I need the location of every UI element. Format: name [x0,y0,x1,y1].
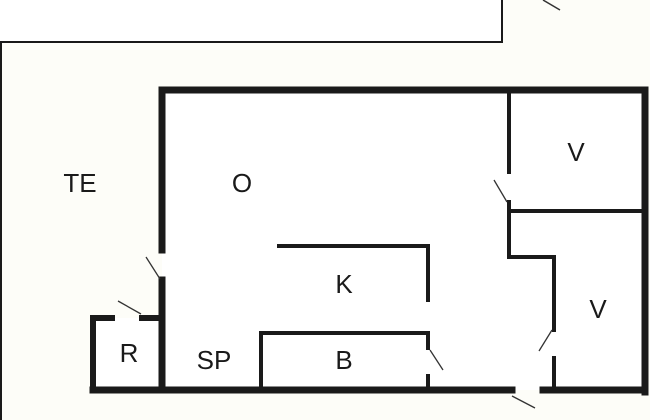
room-label-hallway: SP [197,345,232,375]
room-label-bathroom: B [335,345,352,375]
door-swing-bedroom2 [538,329,553,352]
room-label-living: O [232,168,252,198]
door-swing-bathroom [429,349,444,371]
room-label-terrace: TE [63,168,96,198]
apartment-floor [162,90,645,390]
door-swing-storage [117,300,142,315]
room-label-bedroom-2: V [589,294,607,324]
room-label-kitchen: K [335,269,353,299]
terrace-border [0,0,503,420]
door-swing-top [542,0,561,11]
storage-floor [93,318,163,390]
door-swing-bedroom1 [493,179,508,203]
room-label-bedroom-1: V [567,137,585,167]
door-swing-entrance-left [145,256,161,280]
door-swing-bottom [511,395,536,409]
room-label-storage: R [120,338,139,368]
